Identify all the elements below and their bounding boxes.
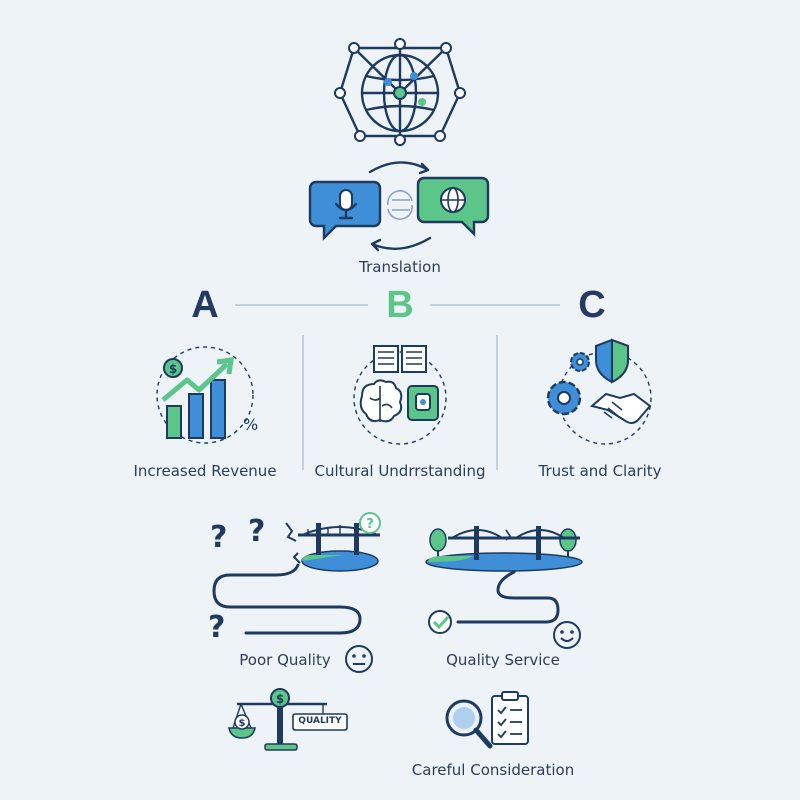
svg-text:?: ? — [210, 520, 227, 555]
quality-badge-text: QUALITY — [298, 716, 342, 726]
neutral-face-icon — [345, 645, 373, 673]
pillar-label-c: Trust and Clarity — [538, 462, 662, 480]
translation-label: Translation — [359, 258, 441, 276]
handshake-shield-icon — [546, 338, 652, 445]
translation-icon — [308, 161, 490, 252]
quality-service-label: Quality Service — [446, 651, 560, 669]
pillar-letter-a: A — [191, 284, 219, 326]
svg-text:?: ? — [366, 517, 374, 532]
pillar-label-b: Cultural Undrrstanding — [314, 462, 486, 480]
svg-text:$: $ — [239, 718, 246, 729]
revenue-chart-icon: $ % — [156, 346, 258, 444]
pillar-label-a: Increased Revenue — [133, 462, 277, 480]
svg-text:?: ? — [208, 610, 225, 645]
complete-bridge-icon — [425, 526, 583, 634]
careful-consideration-label: Careful Consideration — [411, 761, 575, 779]
scale-icon: $ $ — [228, 688, 348, 751]
magnifier-checklist-icon — [445, 691, 529, 749]
broken-bridge-icon: ? ? ? ? — [208, 512, 381, 645]
svg-text:$: $ — [169, 362, 177, 376]
poor-quality-label: Poor Quality — [239, 651, 331, 669]
pillar-letter-c: C — [578, 284, 606, 326]
svg-text:?: ? — [248, 514, 265, 549]
globe-network-icon — [334, 38, 466, 146]
smile-face-icon — [553, 621, 581, 649]
brain-book-icon — [353, 345, 447, 445]
svg-text:$: $ — [276, 692, 284, 706]
svg-text:%: % — [243, 415, 258, 434]
pillar-letter-b: B — [386, 284, 414, 326]
